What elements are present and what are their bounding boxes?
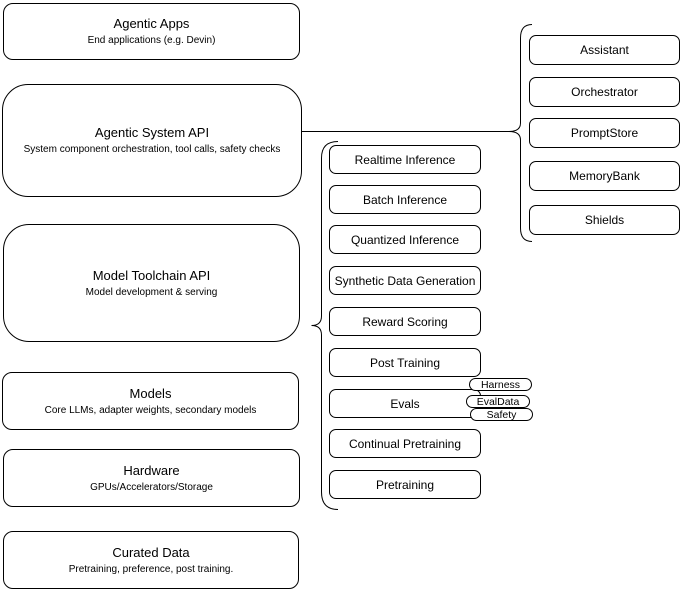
node-subtitle: Model development & serving <box>85 286 218 298</box>
node-subtitle: Core LLMs, adapter weights, secondary mo… <box>44 404 257 416</box>
node-title: Curated Data <box>112 544 190 560</box>
toolchain-item-post-training: Post Training <box>329 348 481 377</box>
node-subtitle: System component orchestration, tool cal… <box>23 144 281 155</box>
node-title: Agentic System API <box>94 125 210 140</box>
toolchain-item-evals: Evals <box>329 389 481 418</box>
models-node: Models Core LLMs, adapter weights, secon… <box>2 372 299 430</box>
toolchain-item-synthetic-data-generation: Synthetic Data Generation <box>329 266 481 295</box>
toolchain-item-batch-inference: Batch Inference <box>329 185 481 214</box>
toolchain-item-continual-pretraining: Continual Pretraining <box>329 429 481 458</box>
system-item-shields: Shields <box>529 205 680 235</box>
system-item-assistant: Assistant <box>529 35 680 65</box>
node-title: Model Toolchain API <box>92 267 211 283</box>
toolchain-item-quantized-inference: Quantized Inference <box>329 225 481 254</box>
system-item-orchestrator: Orchestrator <box>529 77 680 107</box>
node-title: Models <box>129 385 172 401</box>
system-item-memorybank: MemoryBank <box>529 161 680 191</box>
node-title: Agentic Apps <box>113 16 190 31</box>
agentic-apps-node: Agentic Apps End applications (e.g. Devi… <box>3 3 300 60</box>
node-subtitle: End applications (e.g. Devin) <box>87 35 216 46</box>
agentic-system-api-node: Agentic System API System component orch… <box>2 84 302 197</box>
node-subtitle: GPUs/Accelerators/Storage <box>90 481 213 493</box>
toolchain-item-realtime-inference: Realtime Inference <box>329 145 481 174</box>
evals-tag-safety: Safety <box>470 408 533 421</box>
evals-tag-harness: Harness <box>469 378 532 391</box>
evals-tag-evaldata: EvalData <box>466 395 530 408</box>
model-toolchain-api-node: Model Toolchain API Model development & … <box>3 224 300 342</box>
node-title: Hardware <box>123 462 180 478</box>
node-subtitle: Pretraining, preference, post training. <box>68 563 234 575</box>
curated-data-node: Curated Data Pretraining, preference, po… <box>3 531 299 589</box>
hardware-node: Hardware GPUs/Accelerators/Storage <box>3 449 300 507</box>
system-item-promptstore: PromptStore <box>529 118 680 148</box>
toolchain-item-reward-scoring: Reward Scoring <box>329 307 481 336</box>
toolchain-item-pretraining: Pretraining <box>329 470 481 499</box>
